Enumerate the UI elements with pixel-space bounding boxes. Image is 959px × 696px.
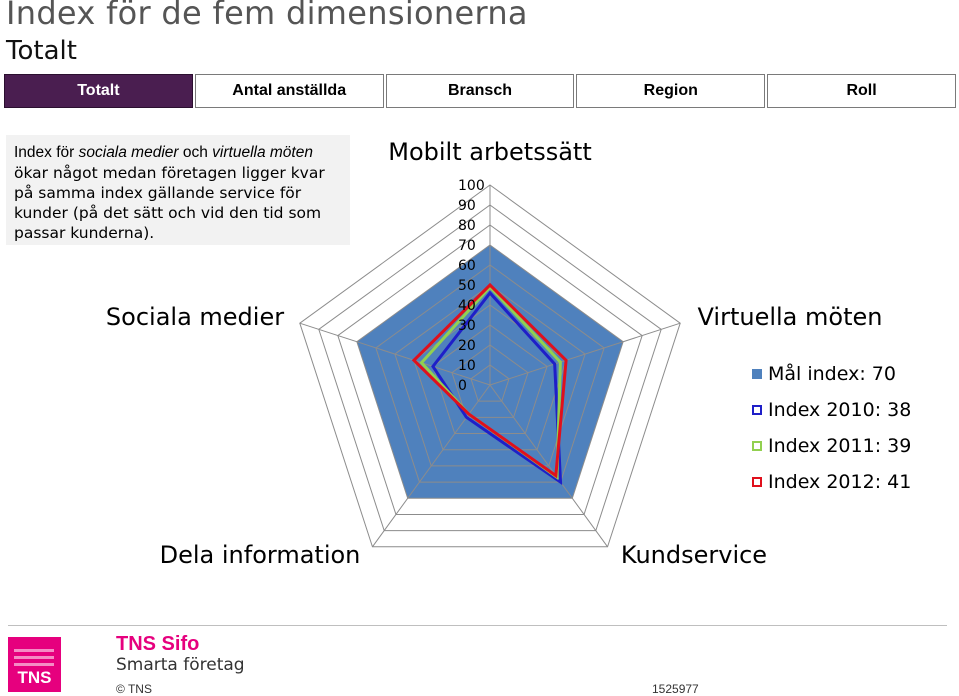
grid-ring-1 — [470, 364, 510, 402]
copyright: © TNS — [116, 682, 152, 696]
note-text-2: sociala medier — [78, 144, 179, 161]
legend-swatch-2011 — [752, 441, 762, 451]
brand-name: TNS Sifo — [116, 633, 200, 655]
axis-label-4: Sociala medier — [106, 303, 284, 331]
legend-swatch-2012 — [752, 477, 762, 487]
tick-label-80: 80 — [458, 218, 476, 234]
tns-logo: TNS — [8, 637, 61, 692]
summary-note: Index för sociala medier och virtuella m… — [6, 135, 350, 245]
axis-label-3: Dela information — [160, 541, 361, 569]
legend-item: Index 2011: 39 — [752, 428, 911, 464]
page-title: Index för de fem dimensionerna — [6, 0, 528, 32]
grid-ring-6 — [375, 264, 605, 483]
grid-spoke-1 — [489, 322, 681, 386]
legend-label-mal: Mål index: 70 — [768, 363, 896, 385]
legend-label-2012: Index 2012: 41 — [768, 471, 912, 493]
grid-ring-9 — [318, 204, 662, 532]
note-text-5: ökar något medan företagen ligger kvar p… — [14, 164, 325, 242]
tab-roll[interactable]: Roll — [767, 74, 956, 108]
legend-swatch-2010 — [752, 405, 762, 415]
document-number: 1525977 — [652, 682, 699, 696]
tick-label-50: 50 — [458, 278, 476, 294]
note-text-1: Index för — [14, 144, 79, 161]
tick-label-0: 0 — [458, 378, 467, 394]
tick-label-30: 30 — [458, 318, 476, 334]
page-subtitle: Totalt — [6, 36, 77, 66]
series-line-3 — [411, 282, 568, 479]
tick-label-60: 60 — [458, 258, 476, 274]
grid-ring-7 — [356, 244, 624, 499]
legend-item: Mål index: 70 — [752, 356, 911, 392]
tab-totalt[interactable]: Totalt — [4, 74, 193, 108]
axis-label-0: Mobilt arbetssätt — [388, 138, 592, 166]
tns-logo-mark-icon — [14, 649, 54, 666]
footer-divider — [8, 625, 947, 626]
tick-label-10: 10 — [458, 358, 476, 374]
tick-label-40: 40 — [458, 298, 476, 314]
legend-item: Index 2012: 41 — [752, 464, 911, 500]
legend-label-2010: Index 2010: 38 — [768, 399, 912, 421]
grid-spoke-4 — [299, 322, 491, 386]
tab-bransch[interactable]: Bransch — [385, 74, 575, 108]
tab-bar: Totalt Antal anställda Bransch Region Ro… — [4, 74, 956, 110]
series-line-1 — [431, 290, 563, 486]
tab-antal-anstallda[interactable]: Antal anställda — [194, 74, 384, 108]
grid-ring-2 — [451, 344, 529, 418]
grid-spoke-3 — [372, 384, 491, 548]
tick-label-90: 90 — [458, 198, 476, 214]
grid-ring-5 — [394, 284, 586, 467]
tick-label-20: 20 — [458, 338, 476, 354]
grid-spoke-2 — [489, 384, 608, 548]
tick-label-70: 70 — [458, 238, 476, 254]
tab-region[interactable]: Region — [576, 74, 766, 108]
tick-label-100: 100 — [458, 178, 485, 194]
grid-ring-8 — [337, 224, 643, 515]
axis-label-2: Kundservice — [621, 541, 767, 569]
tns-logo-text: TNS — [17, 668, 52, 687]
legend-label-2011: Index 2011: 39 — [768, 435, 912, 457]
grid-ring-10 — [299, 184, 681, 548]
legend-item: Index 2010: 38 — [752, 392, 911, 428]
brand-tagline: Smarta företag — [116, 655, 245, 675]
axis-label-1: Virtuella möten — [698, 303, 883, 331]
chart-legend: Mål index: 70 Index 2010: 38 Index 2011:… — [752, 356, 911, 500]
legend-swatch-mal — [752, 369, 762, 379]
note-text-3: och — [178, 144, 213, 161]
grid-ring-4 — [413, 304, 567, 451]
note-text-4: virtuella möten — [212, 144, 313, 161]
